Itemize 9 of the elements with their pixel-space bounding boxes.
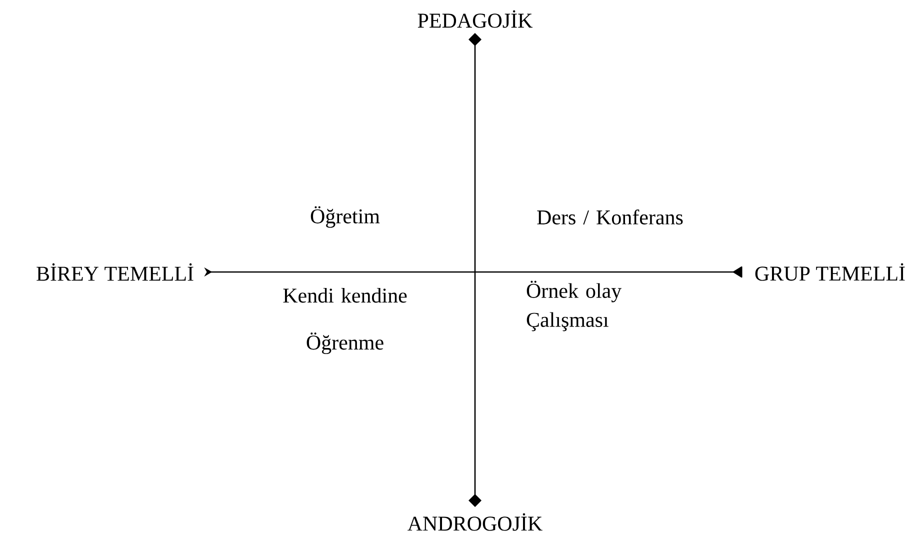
axis-label: BİREY TEMELLİ [36, 263, 194, 281]
axis-label: GRUP TEMELLİ [755, 263, 905, 281]
quadrant-label: Kendi kendine Öğrenme [283, 288, 407, 354]
quadrant-label: Öğretim [310, 206, 380, 228]
axis-line [204, 266, 742, 278]
axis-label: ANDROGOJİK [408, 513, 542, 531]
quadrant-label: Ders / Konferans [537, 210, 683, 224]
axis-label: PEDAGOJİK [418, 10, 533, 28]
quadrant-label: Örnek olay Çalışması [526, 280, 622, 332]
